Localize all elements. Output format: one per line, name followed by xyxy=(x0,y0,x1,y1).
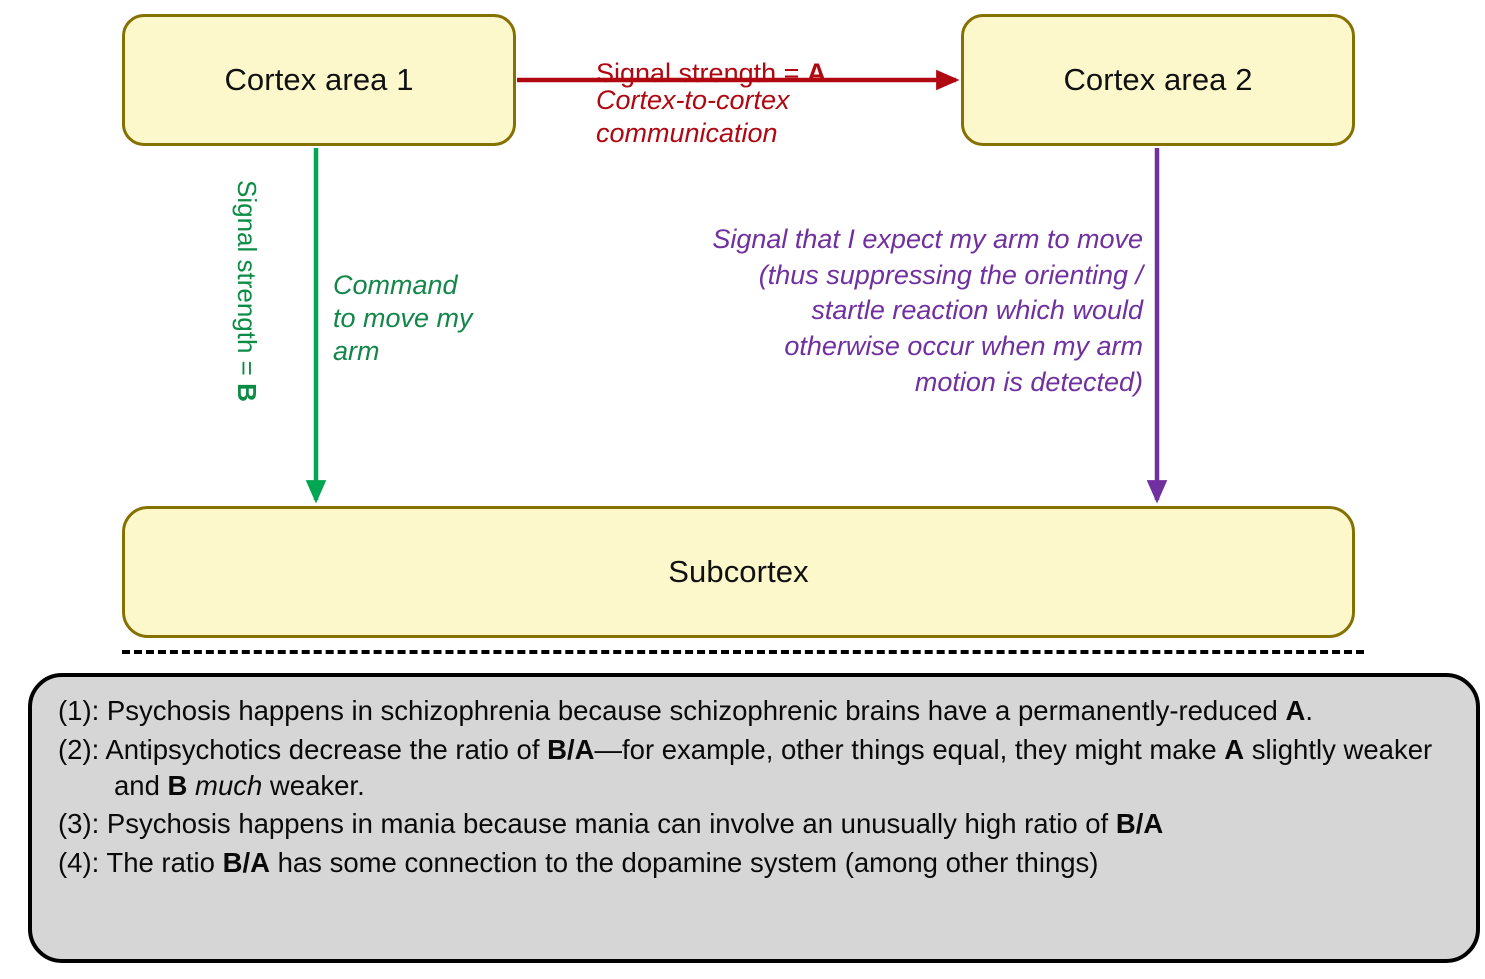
note-emphasis-bold: B/A xyxy=(1115,808,1164,840)
edge-label-cortex-to-cortex-communication: Cortex-to-cortex communication xyxy=(596,85,790,148)
note-text: —for example, other things equal, they m… xyxy=(594,733,1225,765)
note-item-number: (2): xyxy=(58,733,106,765)
node-cortex-area-2-label: Cortex area 2 xyxy=(1063,61,1253,97)
note-text: Antipsychotics decrease the ratio of xyxy=(105,733,548,765)
edge-label-expected-arm-motion-signal: Signal that I expect my arm to move (thu… xyxy=(712,224,1143,397)
note-text: has some connection to the dopamine syst… xyxy=(269,847,1099,878)
notes-panel: (1): Psychosis happens in schizophrenia … xyxy=(28,673,1480,963)
note-item: (1): Psychosis happens in schizophrenia … xyxy=(58,693,1450,729)
note-emphasis-bold: B xyxy=(167,769,188,801)
note-item-number: (3): xyxy=(58,808,107,840)
edge-label-signal-strength-a: Signal strength = A xyxy=(596,24,926,90)
note-item: (3): Psychosis happens in mania because … xyxy=(58,806,1450,842)
signal-strength-a-prefix: Signal strength = xyxy=(596,57,807,88)
note-item: (2): Antipsychotics decrease the ratio o… xyxy=(58,732,1450,804)
signal-strength-b-symbol: B xyxy=(232,383,262,402)
node-subcortex[interactable]: Subcortex xyxy=(122,506,1355,638)
note-item-number: (1): xyxy=(58,695,107,726)
note-item: (4): The ratio B/A has some connection t… xyxy=(58,845,1450,881)
edge-label-command-to-move-my-arm: Command to move my arm xyxy=(333,270,473,366)
note-emphasis-bold: A xyxy=(1224,733,1245,765)
note-text xyxy=(187,770,195,801)
note-text: The ratio xyxy=(106,847,223,878)
signal-strength-a-symbol: A xyxy=(806,57,827,88)
note-emphasis-bold: B/A xyxy=(547,733,595,765)
note-emphasis-bold: A xyxy=(1285,695,1306,726)
edge-label-signal-strength-b: Signal strength = B xyxy=(230,180,262,500)
note-emphasis-bold: B/A xyxy=(222,847,270,878)
note-text: . xyxy=(1305,695,1314,726)
note-text: weaker. xyxy=(262,769,365,801)
note-text: Psychosis happens in schizophrenia becau… xyxy=(106,695,1286,726)
note-text: slightly weaker and xyxy=(114,733,1433,801)
node-cortex-area-1-label: Cortex area 1 xyxy=(224,61,414,97)
node-cortex-area-1[interactable]: Cortex area 1 xyxy=(122,14,516,146)
signal-strength-b-prefix: Signal strength = xyxy=(232,180,262,384)
note-emphasis-italic: much xyxy=(195,769,263,801)
note-text: Psychosis happens in mania because mania… xyxy=(106,808,1116,840)
node-subcortex-label: Subcortex xyxy=(668,553,809,589)
node-cortex-area-2[interactable]: Cortex area 2 xyxy=(961,14,1355,146)
note-item-number: (4): xyxy=(58,847,107,878)
dashed-divider xyxy=(122,650,1364,654)
